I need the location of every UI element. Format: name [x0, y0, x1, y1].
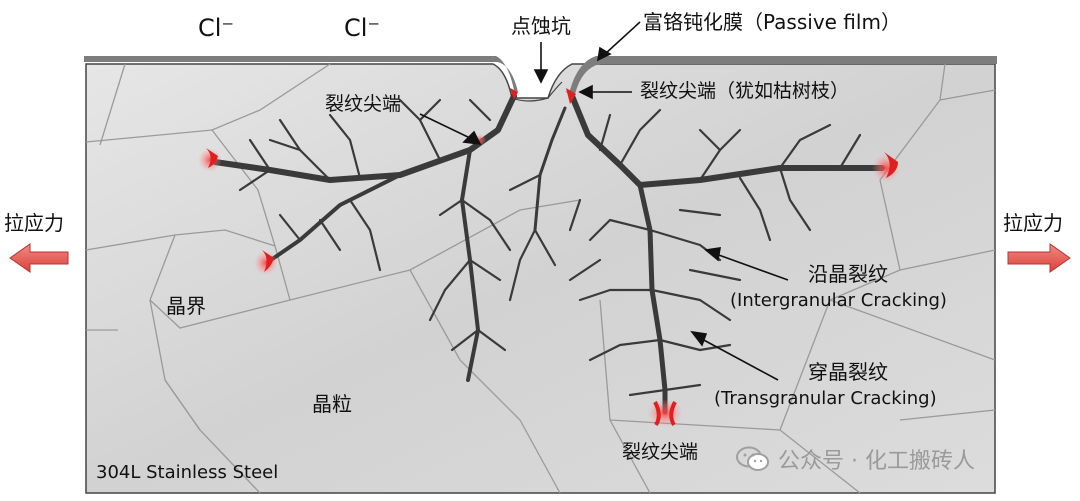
pit — [511, 81, 563, 102]
grain-label: 晶粒 — [312, 392, 352, 416]
watermark: 公众号 · 化工搬砖人 — [736, 443, 975, 475]
crack-tips — [198, 88, 900, 427]
watermark-text: 公众号 · 化工搬砖人 — [778, 449, 975, 474]
passive-film-right — [565, 56, 997, 94]
intergranular-cn-label: 沿晶裂纹 — [808, 262, 888, 286]
stress-right-label: 拉应力 — [1003, 211, 1063, 235]
tip-pit-left — [510, 88, 518, 100]
transgranular-en-label: (Transgranular Cracking) — [714, 388, 937, 409]
transgranular-cn-label: 穿晶裂纹 — [808, 360, 888, 384]
material-label: 304L Stainless Steel — [96, 462, 279, 483]
chloride-ion-1: Cl⁻ — [198, 14, 235, 42]
callout-arrows — [419, 21, 789, 381]
wechat-icon — [736, 446, 770, 472]
stress-left-label: 拉应力 — [4, 211, 64, 235]
crack-tip-branch-label: 裂纹尖端（犹如枯树枝） — [640, 80, 850, 102]
passive-film — [84, 56, 518, 92]
tip-bottom — [647, 399, 683, 427]
stress-arrow-right — [1007, 243, 1071, 273]
crack-network — [212, 93, 885, 415]
tip-left-upper — [198, 148, 222, 172]
crack-tip-top-label: 裂纹尖端 — [325, 93, 402, 115]
intergranular-en-label: (Intergranular Cracking) — [730, 290, 947, 311]
chloride-ion-2: Cl⁻ — [344, 14, 381, 42]
pit-label: 点蚀坑 — [511, 14, 571, 38]
stress-arrows — [9, 243, 1071, 273]
grain-boundary-label: 晶界 — [166, 294, 206, 318]
tip-pit-right — [566, 88, 576, 104]
stress-arrow-left — [9, 243, 69, 273]
passive-film-label: 富铬钝化膜（Passive film） — [643, 10, 901, 34]
crack-tip-bottom-label: 裂纹尖端 — [622, 441, 699, 463]
